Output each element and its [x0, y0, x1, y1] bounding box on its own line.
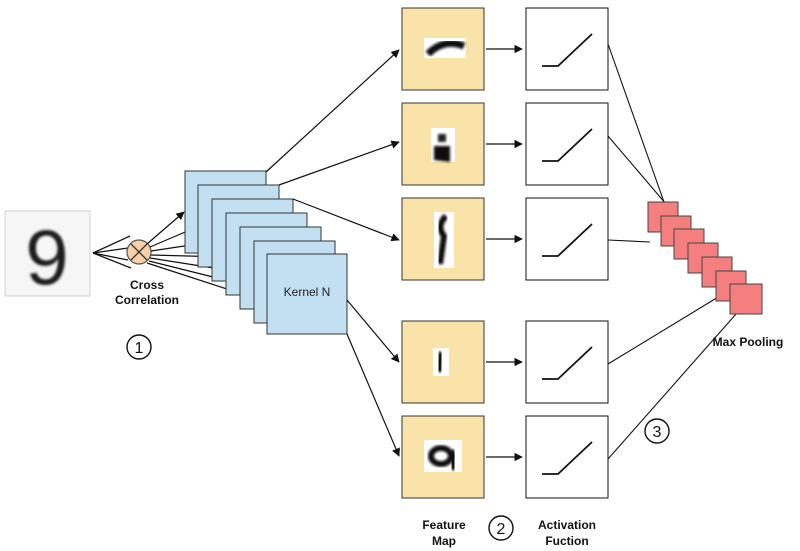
feature-map-label-line2: Map: [432, 534, 456, 548]
activation-3-relu-icon: [525, 197, 609, 281]
kernel-n: [266, 253, 348, 335]
activation-label-line2: Fuction: [545, 534, 588, 548]
step-marker-2: 2: [488, 515, 514, 541]
step-number-3: 3: [653, 424, 662, 441]
activation-1-relu-icon: [525, 7, 609, 91]
feature-map-3: [401, 197, 485, 281]
step-marker-3: 3: [644, 418, 670, 444]
max-pooling-label: Max Pooling: [713, 335, 784, 349]
feature-map-5: [401, 415, 485, 499]
cross-label-line2: Correlation: [115, 293, 179, 307]
activation-4-relu-icon: [525, 320, 609, 404]
kernel-to-feature-arrows: [265, 49, 400, 457]
feature-map-1: [401, 7, 485, 91]
cross-correlation-operator-icon: [126, 239, 152, 265]
feature-maps: [401, 7, 485, 499]
feature-map-4: [401, 320, 485, 404]
feature-to-activation-arrows: [486, 44, 523, 462]
activation-to-pooling-lines: [607, 43, 745, 460]
feature-map-label-line1: Feature: [422, 518, 466, 532]
activation-label-line1: Activation: [538, 518, 596, 532]
input-image: 9: [4, 210, 91, 301]
input-digit: 9: [25, 213, 68, 301]
step-number-1: 1: [135, 340, 144, 357]
activation-5-relu-icon: [525, 415, 609, 499]
max-pooling-stack: [647, 201, 763, 315]
input-to-operator-lines: [92, 235, 132, 269]
activation-2-relu-icon: [525, 102, 609, 186]
cross-label-line1: Cross: [130, 278, 164, 292]
kernel-label: Kernel N: [284, 285, 331, 299]
step-marker-1: 1: [126, 334, 152, 360]
feature-map-2: [401, 102, 485, 186]
step-number-2: 2: [497, 521, 506, 538]
activation-functions: [525, 7, 609, 499]
kernel-stack: [184, 170, 348, 335]
